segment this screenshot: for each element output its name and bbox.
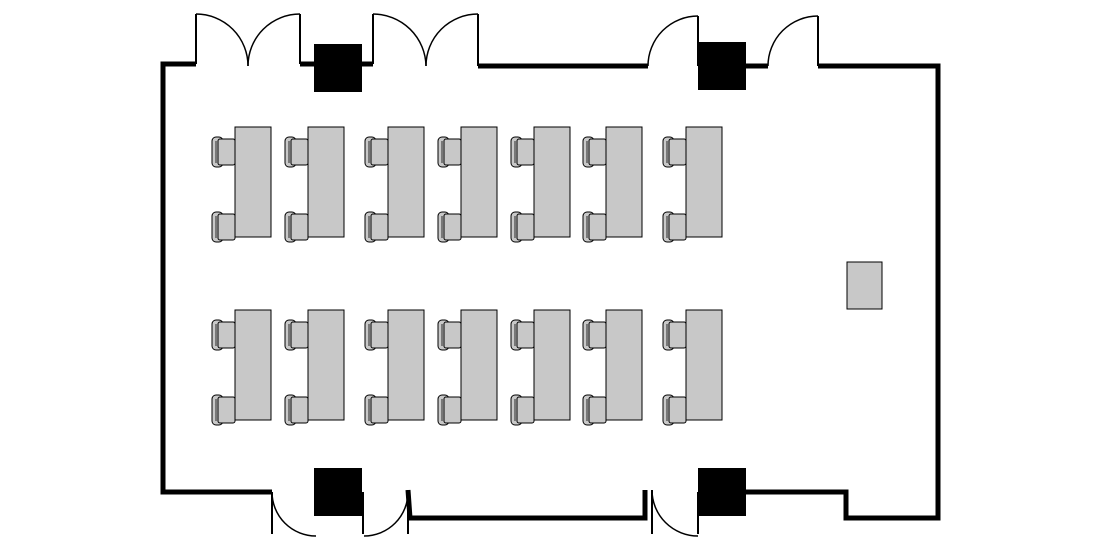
pillar bbox=[314, 468, 362, 516]
wall-segment-right bbox=[746, 63, 941, 521]
table bbox=[605, 309, 643, 421]
chair bbox=[284, 136, 309, 168]
chair bbox=[662, 136, 687, 168]
table-with-chairs bbox=[437, 309, 498, 426]
tables bbox=[211, 126, 723, 426]
doors bbox=[195, 13, 819, 537]
table-with-chairs bbox=[510, 126, 571, 243]
table bbox=[234, 309, 272, 421]
chair bbox=[364, 319, 389, 351]
chair bbox=[211, 319, 236, 351]
table-with-chairs bbox=[582, 126, 643, 243]
chair bbox=[582, 319, 607, 351]
table-with-chairs bbox=[437, 126, 498, 243]
chair bbox=[284, 211, 309, 243]
chair bbox=[211, 211, 236, 243]
chair bbox=[510, 211, 535, 243]
chair bbox=[364, 394, 389, 426]
chair bbox=[437, 319, 462, 351]
chair bbox=[662, 319, 687, 351]
chair bbox=[662, 211, 687, 243]
chair bbox=[437, 211, 462, 243]
pillar bbox=[698, 42, 746, 90]
table-with-chairs bbox=[364, 309, 425, 426]
door-swing-arc bbox=[271, 491, 317, 537]
chair bbox=[211, 136, 236, 168]
door-swing-arc bbox=[647, 15, 699, 67]
door-swing-arc bbox=[767, 15, 819, 67]
table-with-chairs bbox=[211, 309, 272, 426]
table bbox=[307, 309, 345, 421]
table bbox=[685, 309, 723, 421]
pillar bbox=[314, 44, 362, 92]
door-swing-arc bbox=[425, 13, 479, 67]
table bbox=[307, 126, 345, 238]
pillars bbox=[314, 42, 746, 516]
chair bbox=[582, 211, 607, 243]
pillar bbox=[698, 468, 746, 516]
chair bbox=[211, 394, 236, 426]
table-with-chairs bbox=[582, 309, 643, 426]
chair bbox=[437, 136, 462, 168]
door-swing-arc bbox=[363, 491, 409, 537]
table bbox=[685, 126, 723, 238]
table-with-chairs bbox=[211, 126, 272, 243]
table bbox=[533, 309, 571, 421]
chair bbox=[437, 394, 462, 426]
chair bbox=[510, 136, 535, 168]
chair bbox=[364, 136, 389, 168]
chair bbox=[284, 319, 309, 351]
table-with-chairs bbox=[662, 309, 723, 426]
chair bbox=[510, 319, 535, 351]
door-swing-arc bbox=[651, 489, 699, 537]
door-swing-arc bbox=[195, 13, 249, 67]
door-swing-arc bbox=[247, 13, 301, 67]
door-jambs bbox=[195, 14, 819, 534]
wall-segment-left-top bbox=[160, 61, 272, 495]
chair bbox=[662, 394, 687, 426]
table-with-chairs bbox=[662, 126, 723, 243]
chair bbox=[510, 394, 535, 426]
table-with-chairs bbox=[510, 309, 571, 426]
door-swing-arc bbox=[372, 13, 427, 67]
lectern bbox=[846, 261, 883, 310]
table bbox=[533, 126, 571, 238]
table bbox=[387, 309, 425, 421]
table-with-chairs bbox=[284, 309, 345, 426]
chair bbox=[582, 136, 607, 168]
table bbox=[605, 126, 643, 238]
chair bbox=[582, 394, 607, 426]
table bbox=[234, 126, 272, 238]
table bbox=[460, 309, 498, 421]
table bbox=[387, 126, 425, 238]
chair bbox=[364, 211, 389, 243]
wall-segment-bottom-recess bbox=[405, 489, 648, 521]
table-with-chairs bbox=[364, 126, 425, 243]
chair bbox=[284, 394, 309, 426]
table-with-chairs bbox=[284, 126, 345, 243]
table bbox=[460, 126, 498, 238]
